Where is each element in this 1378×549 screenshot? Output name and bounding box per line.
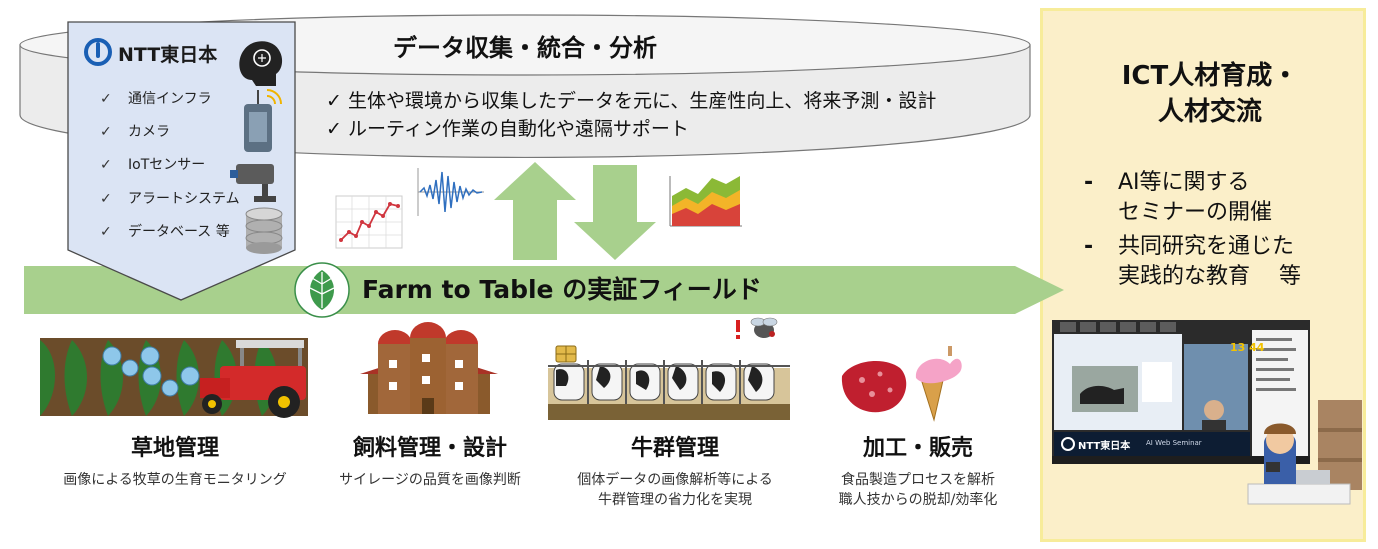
meat-icon: [841, 361, 907, 413]
check-icon: ✓: [100, 91, 112, 107]
alert-fly-icon: [736, 317, 778, 339]
section-desc: 個体データの画像解析等による: [577, 472, 773, 488]
camera-icon: [230, 164, 276, 202]
farmer-icon: [1247, 400, 1362, 505]
down-arrow: [574, 165, 656, 260]
tractor-icon: [200, 340, 306, 418]
screen-clock: 13 44: [1230, 341, 1265, 354]
database-icon: [245, 207, 283, 254]
provider-brand: NTT東日本: [118, 44, 218, 66]
line-chart-thumbnail: [335, 195, 403, 249]
field-title: Farm to Table の実証フィールド: [362, 275, 762, 304]
education-bullet: -AI等に関する セミナーの開催: [1084, 170, 1273, 225]
section-desc: 食品製造プロセスを解析: [841, 472, 995, 488]
check-icon: ✓: [100, 124, 112, 140]
analysis-point: ✓ 生体や環境から収集したデータを元に、生産性向上、将来予測・設計: [326, 90, 937, 112]
check-icon: ✓: [100, 224, 112, 240]
section-title: 飼料管理・設計: [352, 436, 507, 461]
screen-brand: NTT東日本: [1078, 441, 1131, 452]
id-chip-icon: [555, 345, 577, 363]
ice-cream-icon: [915, 346, 962, 422]
section-desc: サイレージの品質を画像判断: [339, 472, 521, 488]
section-title: 加工・販売: [862, 436, 973, 461]
analysis-title: データ収集・統合・分析: [393, 34, 657, 62]
router-icon: [244, 89, 282, 152]
analysis-point: ✓ ルーティン作業の自動化や遠隔サポート: [326, 118, 689, 140]
ntt-logo-icon: [84, 38, 112, 66]
section-title: 草地管理: [130, 436, 219, 461]
waveform-thumbnail: [417, 168, 484, 216]
grassland-illustration: [40, 338, 308, 418]
screen-caption: AI Web Seminar: [1146, 439, 1202, 447]
up-arrow: [494, 162, 576, 260]
education-title: ICT人材育成・ 人材交流: [1121, 61, 1299, 127]
provider-shield: [67, 21, 296, 301]
education-bullet: -共同研究を通じた 実践的な教育 等: [1084, 234, 1301, 289]
check-icon: ✓: [100, 191, 112, 207]
section-desc: 職人技からの脱却/効率化: [838, 492, 998, 508]
silo-barn-illustration: [360, 322, 498, 414]
check-icon: ✓: [100, 157, 112, 173]
provider-item: ✓カメラ: [100, 124, 170, 140]
area-chart-thumbnail: [669, 176, 742, 227]
provider-item: ✓IoTセンサー: [100, 157, 206, 173]
provider-item: ✓アラートシステム: [100, 191, 240, 207]
section-title: 牛群管理: [630, 436, 719, 461]
section-desc: 画像による牧草の生育モニタリング: [63, 472, 287, 488]
field-band-arrow: [24, 266, 1064, 314]
section-desc: 牛群管理の省力化を実現: [598, 492, 752, 508]
provider-item: ✓通信インフラ: [100, 91, 212, 107]
provider-item: ✓データベース 等: [100, 224, 230, 240]
cattle-illustration: [548, 317, 790, 420]
ai-head-icon: [239, 41, 283, 86]
field-leaf-logo-icon: [294, 262, 350, 318]
